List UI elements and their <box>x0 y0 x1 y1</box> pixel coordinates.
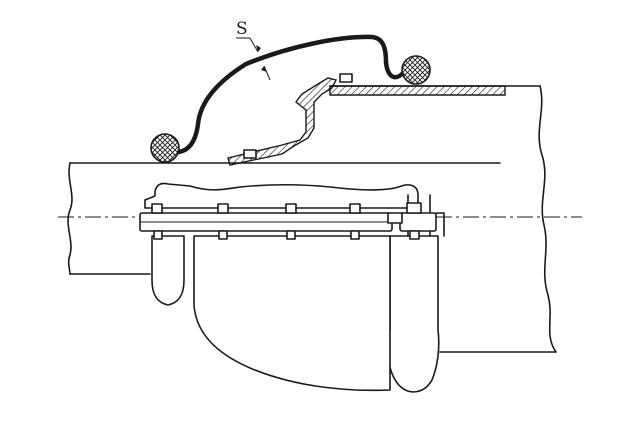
left-pipe <box>67 162 501 275</box>
seal-ring-left <box>150 133 180 163</box>
membrane <box>176 34 405 155</box>
inner-sleeve <box>227 77 338 166</box>
bolt-nuts-bottom <box>153 230 420 240</box>
seal-ring-right <box>401 55 431 85</box>
bolt-heads-top <box>151 202 422 214</box>
label-s-leader <box>236 37 271 81</box>
lower-body <box>193 235 391 392</box>
sleeve-nuts <box>243 73 353 159</box>
pipe-collar <box>329 85 506 96</box>
label-s: S <box>236 19 248 39</box>
